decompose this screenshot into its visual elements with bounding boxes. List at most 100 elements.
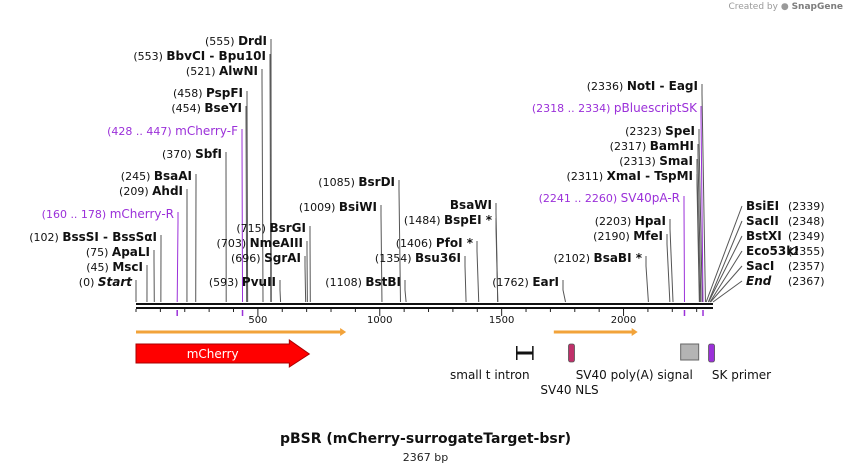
site-position: (2317) [610, 140, 650, 153]
site-position: (428 .. 447) [107, 125, 175, 138]
right-site-position: (2367) [788, 275, 825, 288]
sv40-polya-box [680, 343, 700, 361]
site-position: (454) [171, 102, 204, 115]
right-site-name: SacII [746, 214, 779, 228]
right-site-position: (2348) [788, 215, 825, 228]
snapgene-logo-icon: ● [780, 2, 789, 12]
site-label: (245) BsaAI [121, 169, 192, 183]
site-name: PfoI * [436, 236, 474, 250]
site-name: PspFI [206, 86, 243, 100]
site-name: EarI [532, 275, 559, 289]
site-position: (1009) [299, 201, 339, 214]
site-name: AlwNI [219, 64, 258, 78]
site-leader-line [464, 256, 467, 303]
site-position: (245) [121, 170, 154, 183]
site-leader-line [700, 106, 704, 303]
site-leader-line [707, 220, 743, 303]
axis-tick-label: 1000 [367, 315, 392, 326]
site-label: (45) MscI [86, 260, 143, 274]
right-site-name: BsiEI [746, 199, 779, 213]
site-label: (555) DrdI [205, 34, 267, 48]
watermark-prefix: Created by [728, 2, 778, 12]
site-name: Bsu36I [415, 251, 461, 265]
site-label: (2241 .. 2260) SV40pA-R [539, 191, 680, 205]
right-site-position: (2357) [788, 260, 825, 273]
site-label: (1484) BspEI * [404, 213, 493, 227]
right-site-position: (2339) [788, 200, 825, 213]
site-leader-line [697, 144, 702, 303]
site-position: (45) [86, 261, 112, 274]
site-position: (521) [186, 65, 219, 78]
site-position: (2241 .. 2260) [539, 192, 621, 205]
site-name: SgrAI [264, 251, 301, 265]
site-label: (209) AhdI [119, 184, 183, 198]
site-name: MfeI [633, 229, 663, 243]
site-position: (102) [29, 231, 62, 244]
site-label: (102) BssSI - BssSαI [29, 230, 157, 244]
site-label: (2336) NotI - EagI [587, 79, 698, 93]
site-leader-line [245, 106, 248, 303]
site-leader-line [705, 205, 743, 303]
site-name: XmaI - TspMI [607, 169, 693, 183]
site-leader-line [712, 280, 743, 303]
site-position: (75) [86, 246, 112, 259]
site-leader-line [279, 280, 282, 303]
site-position: (1085) [318, 176, 358, 189]
site-label: (2317) BamHI [610, 139, 694, 153]
orf-arrowhead [340, 328, 347, 336]
site-name: BsaWI [450, 198, 492, 212]
site-name: BssSI - BssSαI [62, 230, 157, 244]
site-leader-line [176, 212, 179, 303]
site-name: NotI - EagI [627, 79, 698, 93]
site-position: (715) [236, 222, 269, 235]
site-position: (1484) [404, 214, 444, 227]
site-label: (703) NmeAIII [217, 236, 303, 250]
site-position: (1354) [375, 252, 415, 265]
site-label: (715) BsrGI [236, 221, 306, 235]
site-label: (553) BbvCI - Bpu10I [133, 49, 266, 63]
map-length: 2367 bp [402, 451, 449, 464]
site-position: (1762) [492, 276, 532, 289]
small-t-intron-label: small t intron [450, 368, 530, 382]
site-position: (2323) [625, 125, 665, 138]
site-leader-line [666, 234, 671, 303]
right-site-name: SacI [746, 259, 774, 273]
axis-tick-label: 2000 [611, 315, 636, 326]
site-position: (458) [173, 87, 206, 100]
site-label: (1108) BstBI [325, 275, 401, 289]
site-name: BseYI [204, 101, 242, 115]
site-name: BbvCI - Bpu10I [166, 49, 266, 63]
site-label: (521) AlwNI [186, 64, 258, 78]
feature-label: SK primer [712, 368, 771, 382]
site-label: (2203) HpaI [595, 214, 666, 228]
site-leader-line [698, 129, 703, 303]
right-site-name: BstXI [746, 229, 782, 243]
site-leader-line [380, 205, 383, 303]
site-name: BamHI [650, 139, 694, 153]
feature-box [708, 343, 715, 363]
site-position: (593) [209, 276, 242, 289]
site-label: BsaWI [450, 198, 492, 212]
site-label: (2323) SpeI [625, 124, 695, 138]
site-leader-line [696, 159, 701, 303]
site-name: pBluescriptSK [614, 101, 698, 115]
site-name: MscI [112, 260, 143, 274]
site-label: (75) ApaLI [86, 245, 150, 259]
site-position: (696) [231, 252, 264, 265]
site-position: (2313) [619, 155, 659, 168]
site-position: (553) [133, 50, 166, 63]
axis-tick-label: 500 [248, 315, 267, 326]
site-label: (454) BseYI [171, 101, 242, 115]
site-position: (1406) [396, 237, 436, 250]
site-position: (370) [162, 148, 195, 161]
site-label: (160 .. 178) mCherry-R [42, 207, 174, 221]
site-name: BsaBI * [594, 251, 643, 265]
site-name: BsiWI [339, 200, 377, 214]
site-name: DrdI [238, 34, 267, 48]
site-position: (2336) [587, 80, 627, 93]
snapgene-watermark: Created by ● SnapGene [728, 2, 843, 12]
watermark-brand: SnapGene [791, 2, 843, 12]
site-label: (593) PvuII [209, 275, 276, 289]
site-label: (1354) Bsu36I [375, 251, 461, 265]
sv40-polya-label: SV40 poly(A) signal [576, 368, 693, 382]
